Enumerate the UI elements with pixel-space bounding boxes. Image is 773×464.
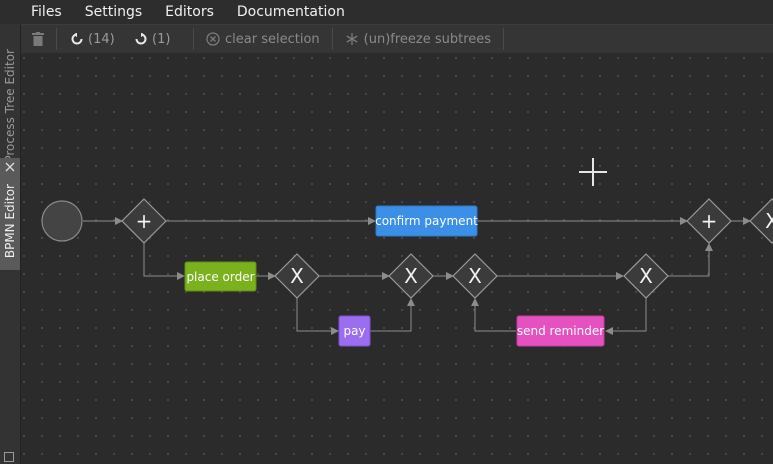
edge-reminder-to-loop[interactable] — [471, 298, 516, 332]
bpmn-diagram[interactable]: + X X X X + X confirm payment — [20, 52, 773, 464]
trash-icon — [32, 32, 44, 46]
tab-bpmn-editor[interactable]: BPMN Editor — [0, 158, 20, 270]
svg-text:confirm payment: confirm payment — [375, 214, 478, 228]
edge-xor-to-parallel-join[interactable] — [668, 243, 713, 277]
edge-pay-to-xor-join[interactable] — [370, 298, 415, 332]
gateway-parallel-split[interactable]: + — [121, 198, 167, 244]
tab-process-tree-label: Process Tree Editor — [3, 49, 17, 163]
toolbar-separator — [56, 28, 57, 50]
clear-circle-icon — [206, 32, 220, 46]
canvas-grid — [20, 52, 773, 464]
svg-text:X: X — [290, 264, 304, 288]
tab-bpmn-label: BPMN Editor — [3, 183, 17, 259]
menu-settings[interactable]: Settings — [84, 4, 143, 20]
gateway-xor-split-1[interactable]: X — [274, 253, 320, 299]
freeze-subtrees-button[interactable]: (un)freeze subtrees — [333, 25, 503, 53]
svg-text:place order: place order — [186, 270, 254, 284]
clear-selection-label: clear selection — [225, 31, 320, 47]
menu-bar: Files Settings Editors Documentation — [0, 0, 773, 24]
redo-button[interactable]: (1) — [129, 25, 193, 53]
edge-split-to-place-order[interactable] — [143, 243, 185, 280]
clear-selection-button[interactable]: clear selection — [194, 25, 332, 53]
svg-text:+: + — [136, 209, 153, 233]
svg-text:X: X — [404, 264, 418, 288]
svg-text:+: + — [701, 209, 718, 233]
gateway-xor-edge[interactable]: X — [749, 198, 773, 244]
gateway-xor-split-2[interactable]: X — [452, 253, 498, 299]
menu-editors[interactable]: Editors — [165, 4, 214, 20]
undo-button[interactable]: (14) — [57, 25, 129, 53]
svg-text:send reminder: send reminder — [517, 324, 604, 338]
redo-count: (1) — [152, 31, 171, 47]
edge-xor-to-pay[interactable] — [296, 298, 339, 335]
toolbar-separator — [193, 28, 194, 50]
gateway-parallel-join[interactable]: + — [686, 198, 732, 244]
menu-documentation[interactable]: Documentation — [236, 4, 345, 20]
task-confirm-payment[interactable]: confirm payment — [375, 205, 478, 237]
gateway-xor-join-2[interactable]: X — [623, 253, 669, 299]
delete-button[interactable] — [20, 25, 56, 53]
svg-text:pay: pay — [343, 324, 365, 338]
toolbar-separator — [331, 28, 333, 50]
snowflake-icon — [346, 33, 358, 45]
edge-xor-to-reminder[interactable] — [605, 298, 647, 335]
svg-text:X: X — [639, 264, 653, 288]
side-tab-bar: Process Tree Editor BPMN Editor — [0, 24, 21, 464]
gateway-xor-join-1[interactable]: X — [388, 253, 434, 299]
task-pay[interactable]: pay — [338, 315, 371, 347]
task-place-order[interactable]: place order — [184, 261, 257, 292]
minimize-icon[interactable] — [4, 452, 14, 462]
start-event[interactable] — [41, 200, 83, 242]
toolbar-separator — [503, 28, 505, 50]
toolbar: (14) (1) clear selection (un)freeze subt… — [20, 24, 773, 53]
undo-icon — [71, 33, 83, 45]
tab-process-tree-editor[interactable]: Process Tree Editor — [0, 42, 20, 170]
menu-files[interactable]: Files — [31, 4, 62, 20]
bpmn-canvas[interactable]: + X X X X + X confirm payment — [20, 52, 773, 464]
svg-text:X: X — [765, 209, 773, 233]
redo-icon — [135, 33, 147, 45]
task-send-reminder[interactable]: send reminder — [516, 315, 605, 347]
crosshair-cursor-icon — [579, 158, 607, 186]
freeze-subtrees-label: (un)freeze subtrees — [363, 31, 492, 47]
svg-text:X: X — [468, 264, 482, 288]
close-tab-icon[interactable] — [3, 160, 17, 174]
undo-count: (14) — [88, 31, 115, 47]
